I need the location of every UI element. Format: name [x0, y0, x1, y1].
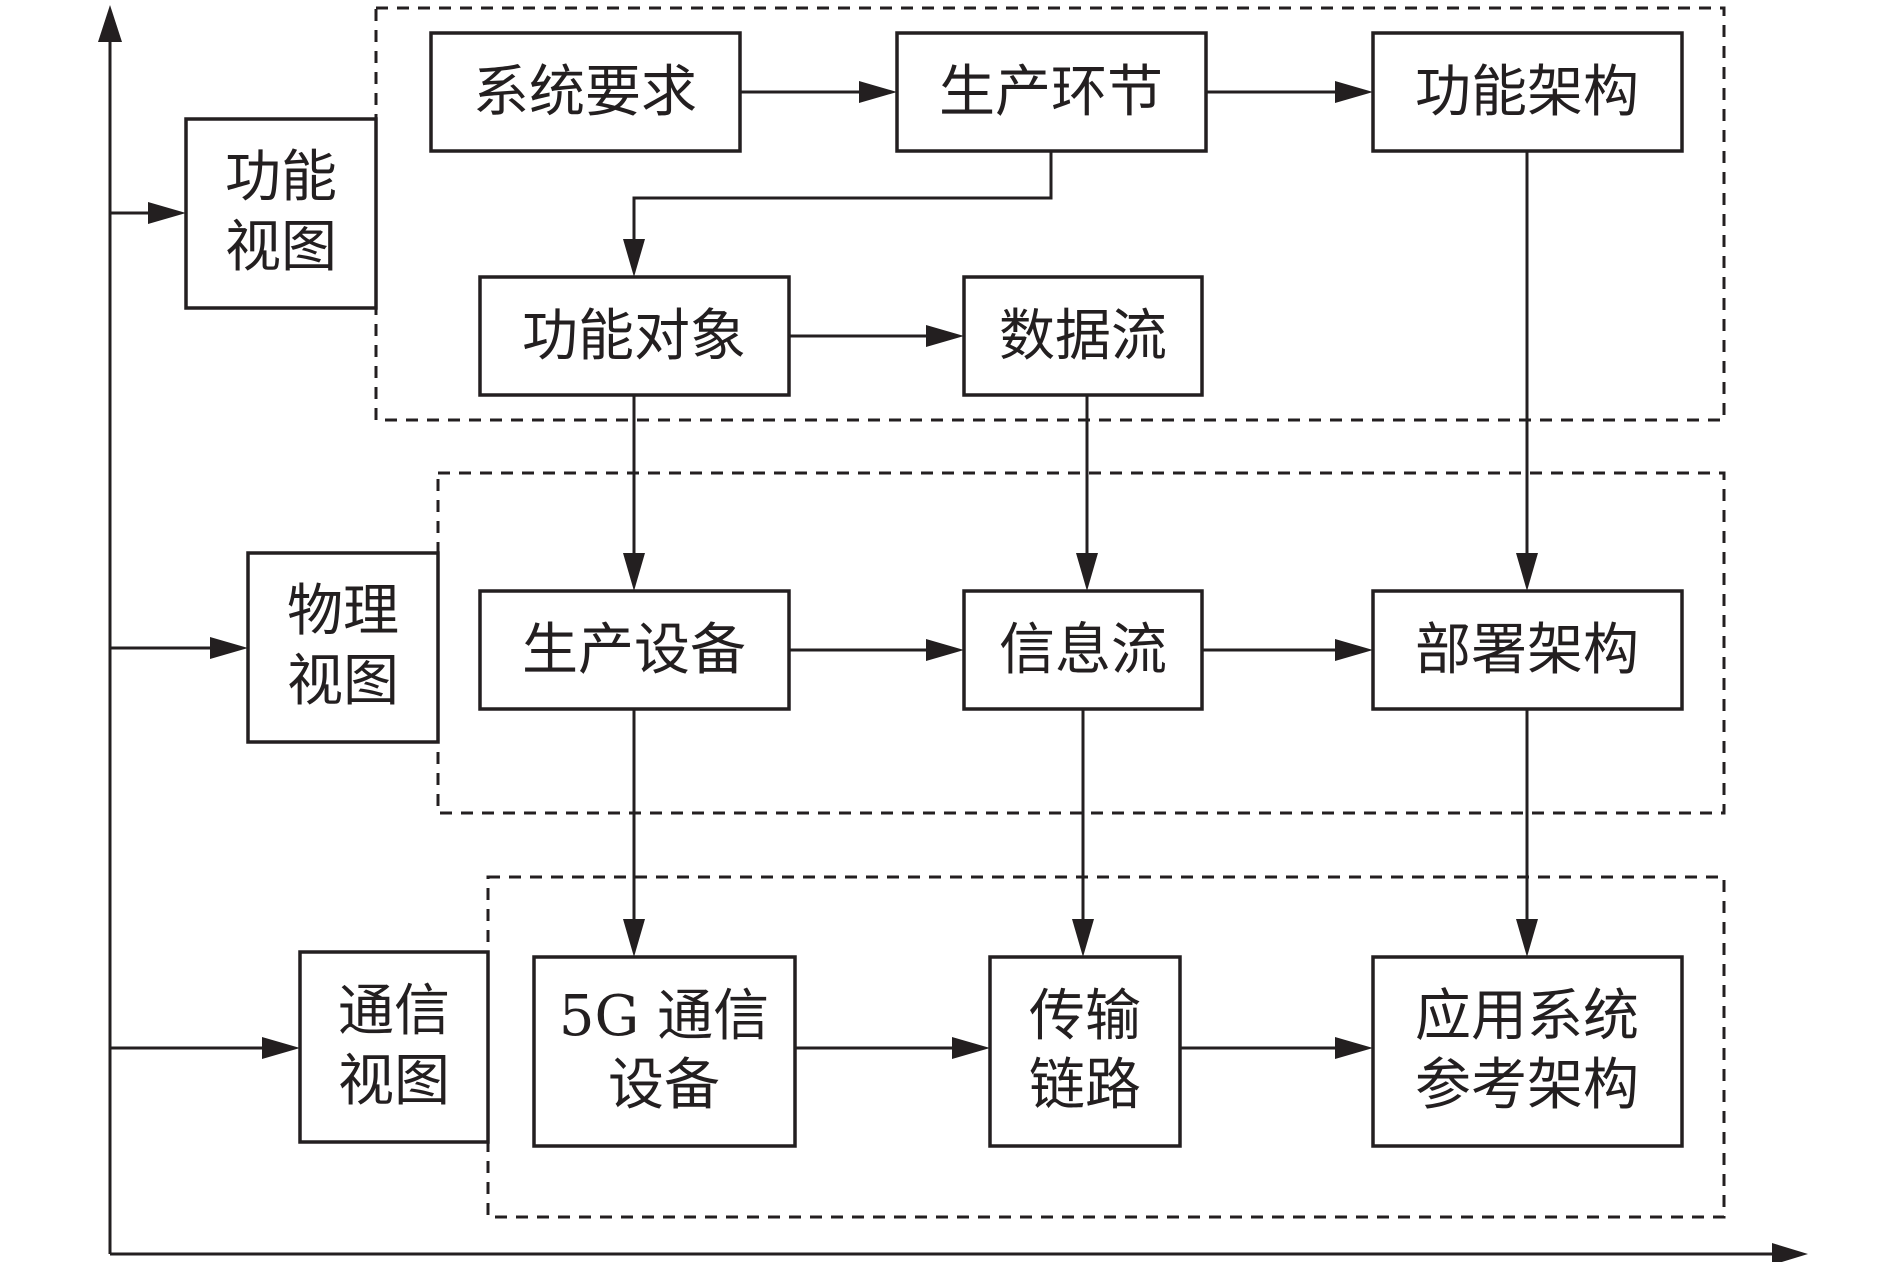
- comm-equipment-box: 5G 通信 设备: [532, 955, 797, 1148]
- transmission-link-box: 传输 链路: [988, 955, 1182, 1148]
- communication-view-box: 通信 视图: [298, 950, 490, 1144]
- arrow-infoflow-to-link: [1072, 709, 1094, 957]
- data-flow-label: 数据流: [999, 304, 1167, 369]
- functional-architecture-label: 功能架构: [1415, 60, 1639, 125]
- functional-view-label-line2: 视图: [225, 215, 337, 280]
- physical-view-label-line1: 物理: [287, 579, 399, 644]
- information-flow-box: 信息流: [962, 589, 1204, 711]
- arrow-stage-to-architecture: [1206, 81, 1373, 103]
- horizontal-axis-arrowhead: [1772, 1243, 1808, 1262]
- communication-view-label-line2: 视图: [338, 1049, 450, 1114]
- arrow-stage-to-object: [623, 151, 1053, 277]
- arrow-equipment-to-commequipment: [623, 709, 645, 957]
- arrow-dataflow-to-infoflow: [1076, 395, 1098, 591]
- deployment-architecture-box: 部署架构: [1371, 589, 1684, 711]
- physical-view-label-line2: 视图: [287, 649, 399, 714]
- arrow-infoflow-to-deployment: [1202, 639, 1373, 661]
- transmission-link-label-line2: 链路: [1029, 1053, 1141, 1118]
- physical-layer-group: [436, 471, 1726, 815]
- system-requirements-label: 系统要求: [473, 60, 697, 125]
- functional-layer-group: [374, 6, 1726, 422]
- arrow-requirements-to-stage: [740, 81, 897, 103]
- production-equipment-label: 生产设备: [522, 618, 746, 683]
- arrow-equipment-to-infoflow: [789, 639, 964, 661]
- information-flow-label: 信息流: [999, 618, 1167, 683]
- production-stage-box: 生产环节: [895, 31, 1208, 153]
- axis-to-communication-view-arrow: [110, 1037, 300, 1059]
- vertical-axis-arrowhead: [98, 5, 122, 42]
- arrow-link-to-reference: [1180, 1037, 1373, 1059]
- axis-to-physical-view-arrow: [110, 637, 248, 659]
- reference-architecture-label-line1: 应用系统: [1415, 984, 1639, 1049]
- comm-equipment-label-line1: 5G 通信: [559, 984, 769, 1049]
- reference-architecture-box: 应用系统 参考架构: [1371, 955, 1684, 1148]
- communication-view-label-line1: 通信: [338, 979, 450, 1044]
- functional-view-box: 功能 视图: [184, 117, 378, 310]
- arrow-commequipment-to-link: [795, 1037, 990, 1059]
- functional-architecture-box: 功能架构: [1371, 31, 1684, 153]
- arrow-object-to-dataflow: [789, 325, 964, 347]
- functional-object-box: 功能对象: [478, 275, 791, 397]
- functional-object-label: 功能对象: [522, 304, 746, 369]
- axis-to-functional-view-arrow: [110, 202, 186, 224]
- comm-equipment-label-line2: 设备: [608, 1053, 720, 1118]
- system-requirements-box: 系统要求: [429, 31, 742, 153]
- deployment-architecture-label: 部署架构: [1415, 618, 1639, 683]
- arrow-deployment-to-reference: [1516, 709, 1538, 957]
- reference-architecture-label-line2: 参考架构: [1415, 1053, 1639, 1118]
- production-equipment-box: 生产设备: [478, 589, 791, 711]
- arrow-object-to-equipment: [623, 395, 645, 591]
- physical-view-box: 物理 视图: [246, 551, 440, 744]
- arrow-architecture-to-deployment: [1516, 151, 1538, 591]
- data-flow-box: 数据流: [962, 275, 1204, 397]
- transmission-link-label-line1: 传输: [1029, 984, 1141, 1049]
- production-stage-label: 生产环节: [939, 60, 1163, 125]
- functional-view-label-line1: 功能: [225, 145, 337, 210]
